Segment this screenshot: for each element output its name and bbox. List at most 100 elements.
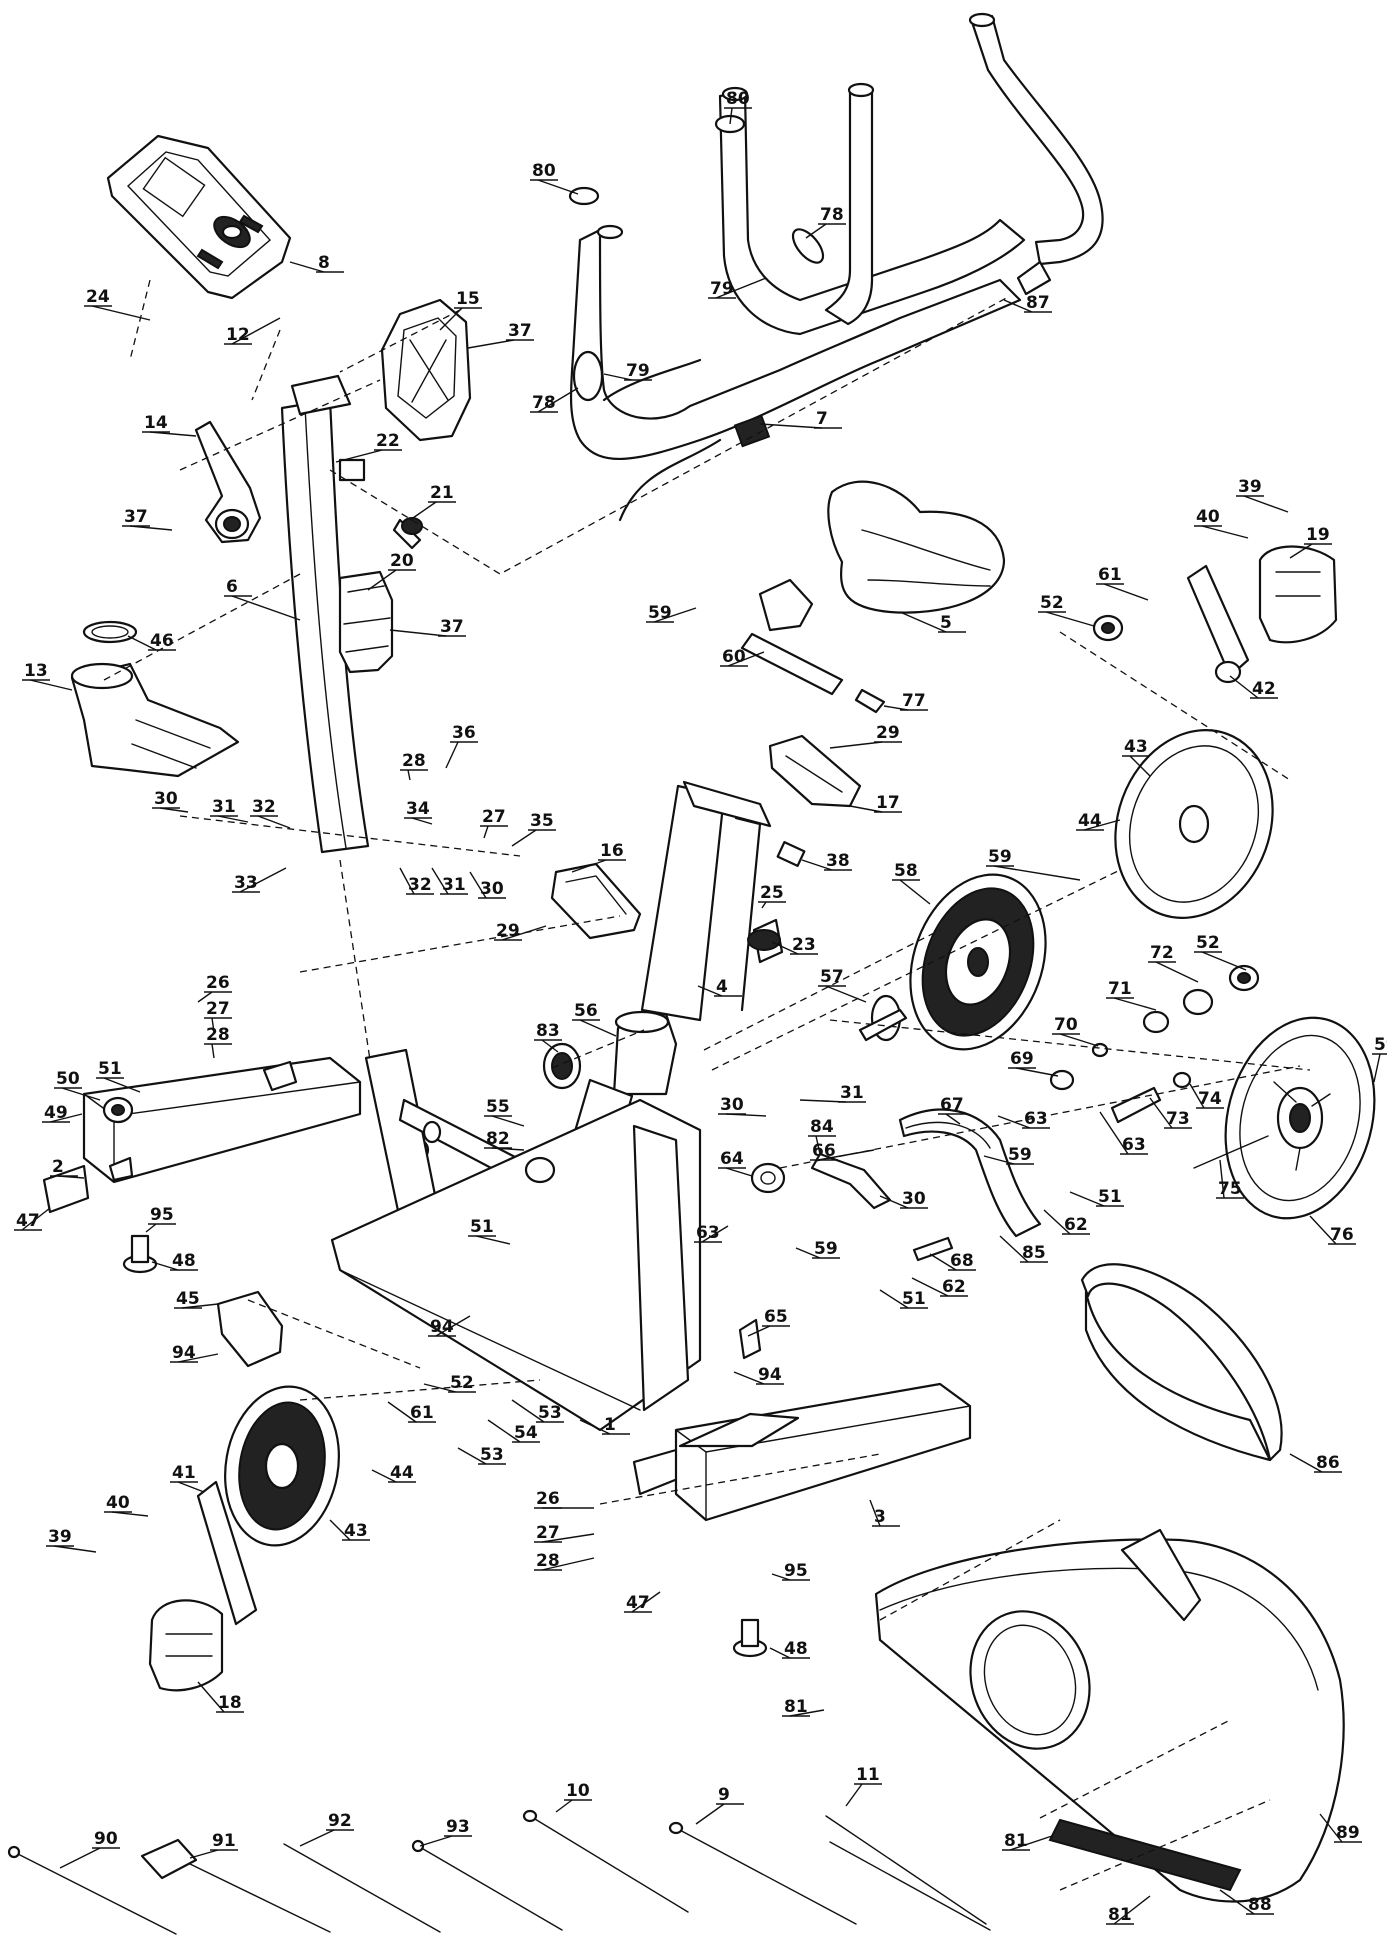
callout-31a: 31 (210, 797, 249, 823)
callout-63b: 63 (1099, 1111, 1148, 1155)
callout-number: 51 (902, 1289, 926, 1309)
callout-61a: 61 (1096, 565, 1149, 601)
callout-81a: 81 (782, 1697, 825, 1717)
console-bracket-part-15 (380, 298, 472, 442)
callout-6: 6 (224, 577, 301, 621)
callout-leader (127, 635, 157, 651)
callout-number: 57 (820, 967, 844, 987)
callout-number: 19 (1306, 525, 1330, 545)
callout-number: 33 (234, 873, 258, 893)
callout-number: 5 (940, 613, 952, 633)
cable-part-93 (411, 1839, 563, 1931)
right-pedal-part-19 (1258, 545, 1338, 644)
callout-number: 47 (626, 1593, 650, 1613)
callout-number: 44 (1078, 811, 1102, 831)
callout-leader (1149, 1097, 1173, 1129)
left-disk-part-43 (224, 1385, 340, 1547)
callout-leader (411, 817, 433, 825)
callout-leader (555, 1799, 573, 1813)
callout-31c: 31 (799, 1083, 866, 1103)
callout-number: 30 (720, 1095, 744, 1115)
callout-number: 94 (172, 1343, 196, 1363)
callout-leader (983, 1155, 1015, 1165)
callout-number: 80 (726, 89, 750, 109)
callout-53b: 53 (457, 1445, 506, 1465)
callout-leader (1113, 997, 1157, 1011)
callout-21: 21 (409, 483, 456, 521)
callout-leader (579, 1419, 611, 1435)
callout-leader (879, 1289, 909, 1309)
callout-number: 78 (532, 393, 556, 413)
callout-leader (849, 805, 883, 813)
callout-leader (1069, 1191, 1105, 1207)
callout-76: 76 (1309, 1215, 1356, 1245)
callout-number: 30 (480, 879, 504, 899)
wheel-part-50 (102, 1096, 134, 1124)
callout-number: 46 (150, 631, 174, 651)
callout-68: 68 (929, 1251, 976, 1271)
axle-part-57 (858, 994, 908, 1042)
callout-30b: 30 (469, 871, 506, 899)
callout-leader (53, 1545, 97, 1553)
callout-79b: 79 (603, 361, 652, 381)
callout-number: 15 (456, 289, 480, 309)
sensor-part-45 (216, 1290, 284, 1368)
callout-leader (419, 1835, 453, 1847)
callout-75: 75 (1216, 1159, 1244, 1199)
callout-leader (1229, 675, 1259, 699)
tablet-holder-part-13 (70, 662, 240, 778)
callout-number: 95 (150, 1205, 174, 1225)
console-part-8 (106, 134, 292, 300)
callout-number: 1 (604, 1415, 616, 1435)
callout-number: 65 (764, 1307, 788, 1327)
callout-leader (869, 1499, 881, 1527)
callout-number: 4 (716, 977, 728, 997)
callout-leader (367, 569, 397, 591)
callout-leader (1103, 583, 1149, 601)
callout-leader (217, 815, 249, 823)
callout-number: 29 (876, 723, 900, 743)
callout-40a: 40 (1194, 507, 1249, 539)
callout-number: 20 (390, 551, 414, 571)
callout-81b: 81 (1002, 1831, 1053, 1851)
callout-59d: 59 (983, 1145, 1034, 1165)
callout-leader (715, 277, 767, 299)
callout-18: 18 (197, 1681, 244, 1713)
callout-1: 1 (579, 1415, 630, 1435)
callout-91: 91 (189, 1831, 238, 1859)
callout-74: 74 (1189, 1083, 1224, 1109)
callout-number: 40 (1196, 507, 1220, 527)
callout-leader (795, 1247, 821, 1259)
spring-part-68 (912, 1236, 954, 1262)
callout-leader (541, 1039, 559, 1053)
callout-number: 66 (812, 1141, 836, 1161)
callout-71: 71 (1106, 979, 1157, 1011)
callout-leader (541, 1557, 595, 1571)
callout-number: 93 (446, 1817, 470, 1837)
callout-number: 90 (94, 1829, 118, 1849)
callout-number: 58 (894, 861, 918, 881)
callout-number: 92 (328, 1811, 352, 1831)
callout-leader (541, 1533, 595, 1543)
callout-number: 67 (940, 1095, 964, 1115)
callout-number: 27 (206, 999, 230, 1019)
callout-leader (537, 179, 579, 195)
callout-number: 32 (408, 875, 432, 895)
callout-number: 89 (1336, 1823, 1360, 1843)
callout-43b: 43 (329, 1519, 370, 1541)
callout-85: 85 (999, 1235, 1048, 1263)
lock-part-38 (776, 841, 806, 867)
callout-number: 94 (758, 1365, 782, 1385)
callout-47a: 47 (14, 1207, 51, 1231)
callout-number: 83 (536, 1021, 560, 1041)
callout-leader (91, 305, 151, 321)
callout-number: 37 (508, 321, 532, 341)
callout-number: 81 (784, 1697, 808, 1717)
callout-72: 72 (1148, 943, 1199, 983)
callout-67: 67 (938, 1095, 966, 1125)
callout-number: 78 (820, 205, 844, 225)
callout-leader (1009, 1835, 1053, 1851)
seat-slider-part-60 (740, 578, 886, 714)
callout-number: 59 (814, 1239, 838, 1259)
callout-leader (993, 865, 1081, 881)
